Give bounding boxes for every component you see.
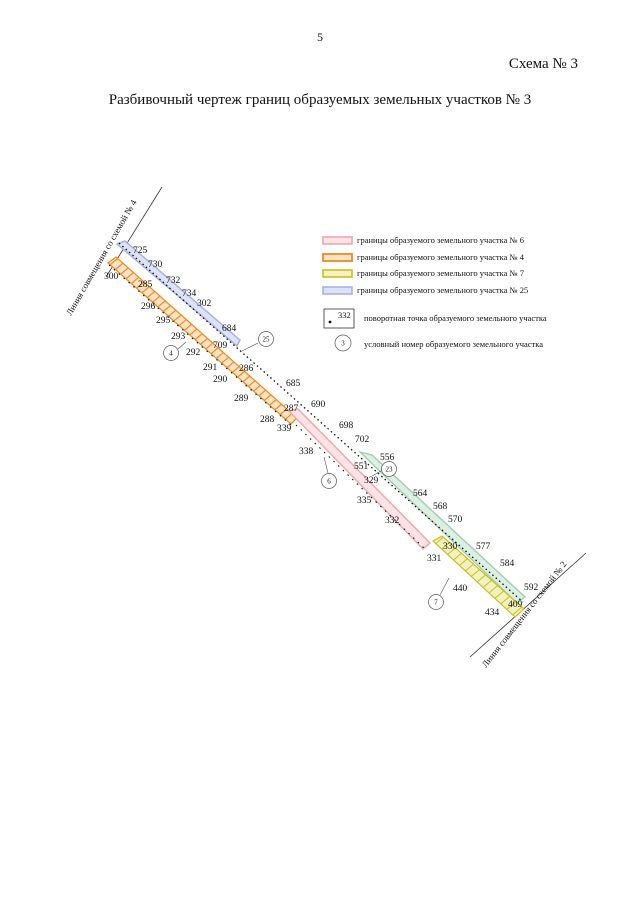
plot-6-boundary	[287, 408, 432, 551]
point-label-725: 725	[133, 246, 148, 256]
point-label-698: 698	[339, 421, 354, 431]
point-label-300: 300	[104, 272, 119, 282]
point-label-302: 302	[197, 299, 212, 309]
plot-7-number-circle	[428, 594, 444, 610]
point-label-440: 440	[453, 584, 468, 594]
point-label-551: 551	[354, 462, 369, 472]
legend: границы образуемого земельного участка №…	[322, 235, 547, 352]
point-labels: 7257307327343026847096856906987025565513…	[104, 246, 539, 618]
legend-point-sample-box	[323, 308, 355, 329]
point-label-709: 709	[213, 341, 228, 351]
point-label-330: 330	[443, 542, 458, 552]
point-label-332: 332	[385, 516, 400, 526]
plot-7-boundary	[431, 535, 525, 618]
drawing-title: Разбивочный чертеж границ образуемых зем…	[108, 92, 532, 108]
point-label-730: 730	[148, 260, 163, 270]
alignment-line-left-label: Линия совмещения со схемой № 4	[64, 198, 139, 317]
legend-point-sample-dot	[328, 320, 332, 324]
point-label-338: 338	[299, 447, 314, 457]
plot-number-markers: 25 4 23 6 7	[163, 331, 450, 610]
point-label-296: 296	[141, 302, 156, 312]
point-label-685: 685	[286, 379, 301, 389]
point-label-734: 734	[182, 289, 197, 299]
plot-25-leader-line	[239, 342, 259, 353]
point-label-434: 434	[485, 608, 500, 618]
legend-point-label: поворотная точка образуемого земельного …	[364, 313, 547, 323]
boundary-points-northeast	[118, 242, 524, 603]
legend-label-plot-6: границы образуемого земельного участка №…	[357, 235, 524, 245]
alignment-line-right	[469, 552, 587, 658]
legend-number-sample: 3	[341, 340, 345, 348]
point-label-339: 339	[277, 424, 292, 434]
plot-23-boundary	[357, 450, 527, 604]
point-label-288: 288	[260, 415, 275, 425]
point-label-409: 409	[508, 600, 523, 610]
legend-number-label: условный номер образуемого земельного уч…	[364, 339, 543, 349]
legend-label-plot-4: границы образуемого земельного участка №…	[357, 252, 525, 262]
plot-7-leader-line	[439, 577, 450, 596]
plot-25-number-circle	[258, 331, 274, 347]
plot-4-number: 4	[169, 350, 173, 358]
plot-6-number: 6	[327, 478, 331, 486]
point-label-556: 556	[380, 453, 395, 463]
legend-swatch-plot-7	[322, 269, 353, 278]
point-label-291: 291	[203, 363, 218, 373]
point-label-335: 335	[357, 496, 372, 506]
point-label-584: 584	[500, 559, 515, 569]
point-label-684: 684	[222, 324, 237, 334]
plot-23-leader-line	[371, 470, 382, 477]
point-label-577: 577	[476, 542, 491, 552]
plot-23-number-circle	[381, 461, 397, 477]
legend-point-sample-number: 332	[338, 310, 351, 320]
legend-swatch-plot-25	[322, 286, 353, 295]
legend-number-sample-circle	[334, 334, 352, 352]
point-label-570: 570	[448, 515, 463, 525]
point-label-292: 292	[186, 348, 201, 358]
plot-6-leader-line	[323, 456, 329, 474]
point-label-293: 293	[171, 332, 186, 342]
boundary-points-southwest	[108, 264, 292, 426]
point-label-564: 564	[413, 489, 428, 499]
point-label-285: 285	[138, 280, 153, 290]
legend-label-plot-25: границы образуемого земельного участка №…	[357, 285, 528, 295]
point-label-287: 287	[284, 404, 299, 414]
plot-7-number: 7	[434, 599, 438, 607]
page-number: 5	[317, 30, 323, 44]
legend-label-plot-7: границы образуемого земельного участка №…	[357, 268, 524, 278]
plot-4-number-circle	[163, 345, 179, 361]
point-label-568: 568	[433, 502, 448, 512]
plot-4-leader-line	[177, 341, 187, 350]
point-label-331: 331	[427, 554, 442, 564]
point-label-289: 289	[234, 394, 249, 404]
legend-swatch-plot-4	[322, 253, 353, 262]
plot-23-number: 23	[386, 466, 394, 474]
point-label-702: 702	[355, 435, 370, 445]
point-label-592: 592	[524, 583, 539, 593]
point-label-286: 286	[239, 364, 254, 374]
scheme-label: Схема № 3	[508, 56, 578, 72]
plot-25-number: 25	[263, 336, 271, 344]
point-label-732: 732	[166, 276, 181, 286]
point-label-290: 290	[213, 375, 228, 385]
legend-swatch-plot-6	[322, 236, 353, 245]
plot-6-number-circle	[321, 473, 337, 489]
point-label-690: 690	[311, 400, 326, 410]
point-label-329: 329	[364, 476, 379, 486]
point-label-295: 295	[156, 316, 171, 326]
